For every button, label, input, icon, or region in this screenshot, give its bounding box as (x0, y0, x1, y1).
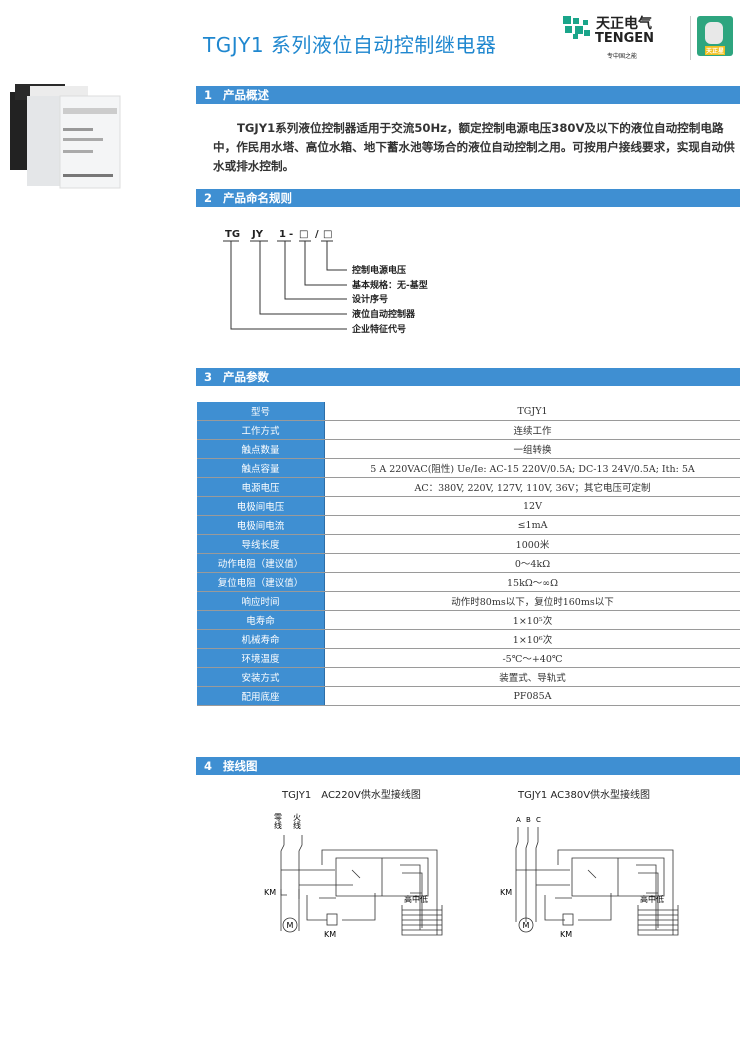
param-row: 安装方式装置式、导轨式 (197, 667, 740, 687)
param-row: 复位电阻（建议值）15kΩ～∞Ω (197, 572, 740, 592)
param-row: 动作电阻（建议值）0～4kΩ (197, 553, 740, 573)
svg-text:高中低: 高中低 (640, 894, 664, 904)
svg-text:KM: KM (560, 930, 572, 939)
tengen-mark-icon (563, 16, 590, 39)
tengen-logo: 天正电气 TENGEN 专中国之能 天正星 (563, 10, 745, 62)
param-name: 响应时间 (197, 591, 325, 611)
param-value: -5℃～+40℃ (324, 648, 740, 668)
svg-text:零线: 零线 (274, 813, 283, 829)
param-name: 触点容量 (197, 458, 325, 478)
param-row: 触点数量一组转换 (197, 439, 740, 459)
svg-text:□: □ (323, 229, 332, 240)
svg-text:液位自动控制器: 液位自动控制器 (352, 308, 416, 320)
param-name: 动作电阻（建议值） (197, 553, 325, 573)
product-photo (10, 84, 121, 189)
svg-text:TG: TG (225, 229, 240, 240)
param-name: 电源电压 (197, 477, 325, 497)
badge-text: 天正星 (705, 46, 726, 55)
slogan: 专中国之能 (607, 53, 638, 60)
svg-text:□: □ (299, 229, 308, 240)
param-name: 环境温度 (197, 648, 325, 668)
param-value: 装置式、导轨式 (324, 667, 740, 687)
svg-text:-: - (289, 229, 293, 240)
param-name: 复位电阻（建议值） (197, 572, 325, 592)
logo-divider (690, 16, 691, 60)
param-value: 1000米 (324, 534, 740, 554)
svg-text:M: M (287, 921, 294, 930)
svg-text:JY: JY (251, 229, 264, 240)
param-name: 配用底座 (197, 686, 325, 706)
svg-text:C: C (536, 816, 541, 824)
param-row: 工作方式连续工作 (197, 420, 740, 440)
param-value: 1×10⁵次 (324, 610, 740, 630)
wiring-diagram-220v: TGJY1 AC220V供水型接线图 零线 火线 M KM KM 高中低 (264, 788, 443, 939)
svg-text:TGJY1 AC220V供水型接线图: TGJY1 AC220V供水型接线图 (281, 788, 421, 801)
svg-text:1: 1 (279, 229, 286, 240)
svg-text:设计序号: 设计序号 (352, 293, 388, 305)
wiring-diagram-380v: TGJY1 AC380V供水型接线图 A B C M KM KM 高中低 (500, 788, 679, 939)
svg-text:/: / (315, 229, 319, 240)
param-name: 导线长度 (197, 534, 325, 554)
param-row: 响应时间动作时80ms以下，复位时160ms以下 (197, 591, 740, 611)
svg-text:企业特征代号: 企业特征代号 (351, 323, 406, 335)
param-name: 电极间电压 (197, 496, 325, 516)
svg-text:火线: 火线 (293, 813, 302, 829)
svg-text:M: M (523, 921, 530, 930)
param-value: ≤1mA (324, 515, 740, 535)
param-row: 环境温度-5℃～+40℃ (197, 648, 740, 668)
param-value: 0～4kΩ (324, 553, 740, 573)
svg-text:TGJY1 AC380V供水型接线图: TGJY1 AC380V供水型接线图 (517, 788, 650, 801)
param-value: PF085A (324, 686, 740, 706)
svg-text:基本规格：无-基型: 基本规格：无-基型 (351, 279, 428, 291)
svg-text:高中低: 高中低 (404, 894, 428, 904)
svg-text:B: B (526, 816, 531, 824)
param-name: 安装方式 (197, 667, 325, 687)
page-title: TGJY1 系列液位自动控制继电器 (203, 33, 497, 57)
param-value: AC：380V, 220V, 127V, 110V, 36V；其它电压可定制 (324, 477, 740, 497)
param-name: 工作方式 (197, 420, 325, 440)
overview-text: TGJY1系列液位控制器适用于交流50Hz，额定控制电源电压380V及以下的液位… (213, 121, 735, 173)
svg-text:KM: KM (324, 930, 336, 939)
param-name: 触点数量 (197, 439, 325, 459)
param-value: 1×10⁶次 (324, 629, 740, 649)
svg-text:KM: KM (264, 888, 276, 897)
param-value: 连续工作 (324, 420, 740, 440)
badge-icon: 天正星 (697, 16, 733, 56)
param-name: 型号 (197, 402, 325, 421)
param-value: 15kΩ～∞Ω (324, 572, 740, 592)
param-name: 电极间电流 (197, 515, 325, 535)
param-value: 动作时80ms以下，复位时160ms以下 (324, 591, 740, 611)
brand-cn: 天正电气 (596, 16, 652, 32)
svg-text:KM: KM (500, 888, 512, 897)
param-value: 一组转换 (324, 439, 740, 459)
param-value: 5 A 220VAC(阻性) Ue/Ie: AC-15 220V/0.5A; D… (324, 458, 740, 478)
brand-en: TENGEN (595, 31, 655, 46)
param-row: 电极间电流≤1mA (197, 515, 740, 535)
param-value: TGJY1 (324, 402, 740, 421)
svg-text:A: A (516, 816, 521, 824)
svg-text:控制电源电压: 控制电源电压 (352, 264, 406, 276)
param-name: 电寿命 (197, 610, 325, 630)
naming-rule-diagram: TG JY 1 - □ / □ 控制电源电压 基本规格：无-基型 设计序号 液位… (223, 229, 428, 335)
param-value: 12V (324, 496, 740, 516)
param-name: 机械寿命 (197, 629, 325, 649)
